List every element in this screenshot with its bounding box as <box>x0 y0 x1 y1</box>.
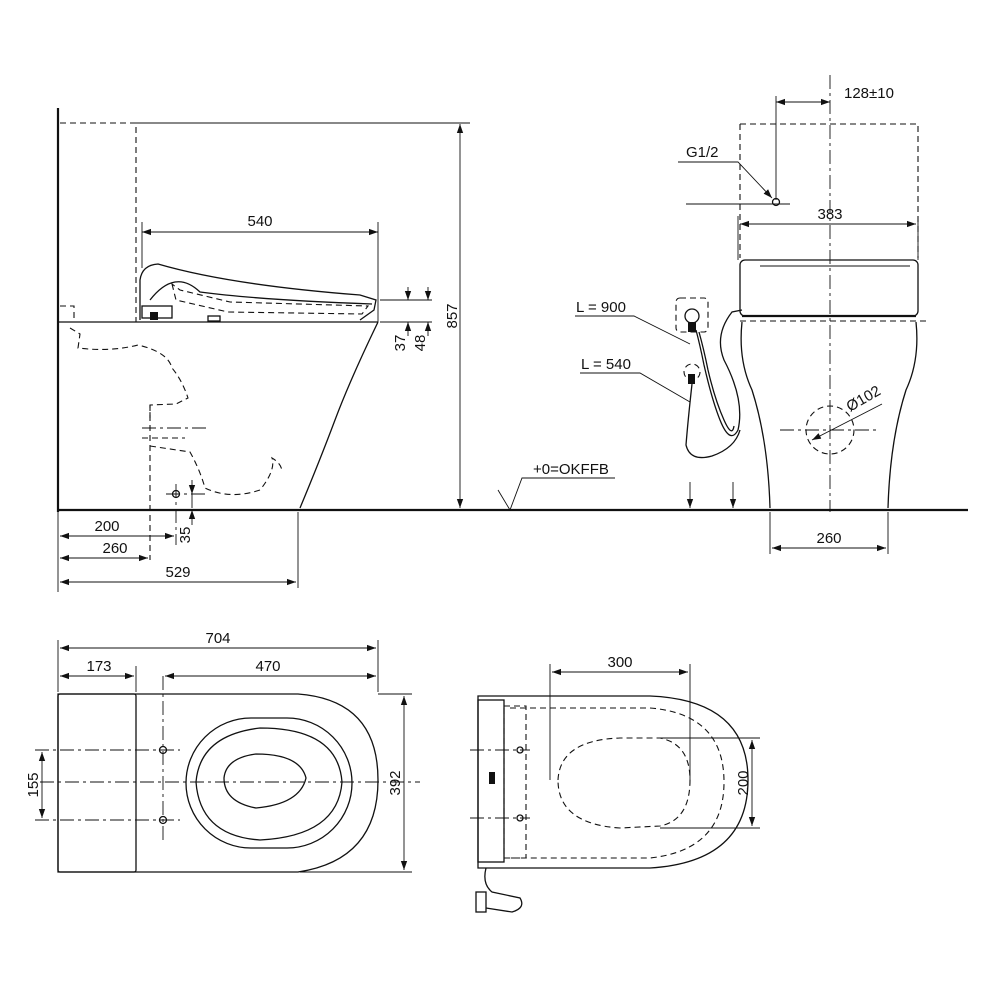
seat-plan-hinge-inner <box>504 706 526 858</box>
dim-383: 383 <box>817 206 842 223</box>
dim-857: 857 <box>444 303 461 328</box>
frame-outline <box>60 123 136 322</box>
bowl-outline <box>300 322 378 508</box>
dim-392: 392 <box>387 770 404 795</box>
dim-260: 260 <box>102 540 127 557</box>
dim-200-seat: 200 <box>735 770 752 795</box>
leader-540 <box>580 373 690 402</box>
dim-37: 37 <box>392 335 409 352</box>
dim-529: 529 <box>165 564 190 581</box>
seat-logo-mark <box>489 772 495 784</box>
side-view: 540 857 37 48 35 200 260 529 +0=OKFFB <box>58 108 968 592</box>
trap-lower <box>150 446 282 495</box>
g12-leader <box>678 162 772 198</box>
dim-704: 704 <box>205 630 230 647</box>
seat-plan-outline <box>478 696 748 868</box>
dim-hose-540: L = 540 <box>581 356 631 373</box>
top-view: 704 173 470 155 392 <box>25 630 420 872</box>
dim-470: 470 <box>255 658 280 675</box>
dim-155: 155 <box>25 772 42 797</box>
dim-300: 300 <box>607 654 632 671</box>
dim-128: 128±10 <box>844 85 894 102</box>
seat-hose-connector <box>476 892 486 912</box>
valve-stem <box>688 322 696 332</box>
bowl-plan-outline <box>58 694 378 872</box>
bowl-rim <box>186 718 352 848</box>
valve <box>685 309 699 323</box>
front-frame <box>740 124 918 258</box>
seat-outline <box>140 264 376 320</box>
dim-hose-900: L = 900 <box>576 299 626 316</box>
dim-260-front: 260 <box>816 530 841 547</box>
seat-plan-opening <box>558 738 690 828</box>
seat-plan-rim-dashed <box>510 708 724 858</box>
front-view: 128±10 G1/2 383 Ø102 260 <box>575 75 926 554</box>
wall-connector <box>60 306 74 320</box>
hose-connector-stem <box>688 374 695 384</box>
dim-173: 173 <box>86 658 111 675</box>
dim-200: 200 <box>94 518 119 535</box>
floor-label: +0=OKFFB <box>533 461 609 478</box>
floor-label-leader <box>498 478 615 510</box>
seat-pad <box>208 316 220 321</box>
dia-leader <box>812 404 882 440</box>
front-seat <box>740 260 918 316</box>
dim-48: 48 <box>412 335 429 352</box>
back-panel <box>58 694 136 872</box>
dim-dia102: Ø102 <box>844 382 884 415</box>
front-bowl <box>741 322 917 508</box>
bowl-opening <box>224 754 306 808</box>
rim-inner <box>196 728 342 840</box>
hose-540 <box>686 384 740 458</box>
dim-35: 35 <box>177 527 194 544</box>
dim-540: 540 <box>247 213 272 230</box>
seat-top-view: 300 200 <box>470 654 760 912</box>
hinge-block <box>150 312 158 320</box>
hose-900-b <box>699 332 734 431</box>
dim-g12: G1/2 <box>686 144 719 161</box>
seat-hose <box>485 868 522 912</box>
leader-900 <box>575 316 690 344</box>
trap-upper <box>70 328 188 420</box>
hose-900 <box>696 310 742 436</box>
